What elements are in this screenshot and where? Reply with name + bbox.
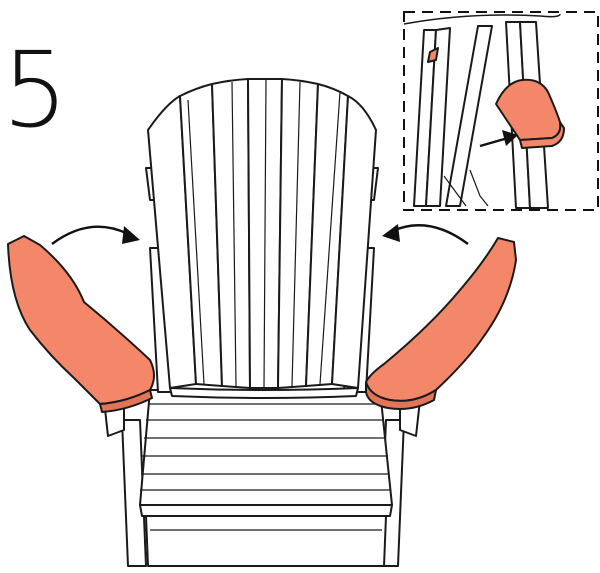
curved-arrow-left-icon bbox=[382, 224, 468, 244]
left-armrest bbox=[8, 236, 154, 412]
detail-inset bbox=[404, 12, 598, 210]
step-number: 5 bbox=[2, 30, 72, 150]
seat bbox=[140, 390, 392, 566]
right-armrest bbox=[366, 238, 516, 409]
backrest bbox=[148, 79, 376, 398]
curved-arrow-right-icon bbox=[52, 226, 140, 244]
